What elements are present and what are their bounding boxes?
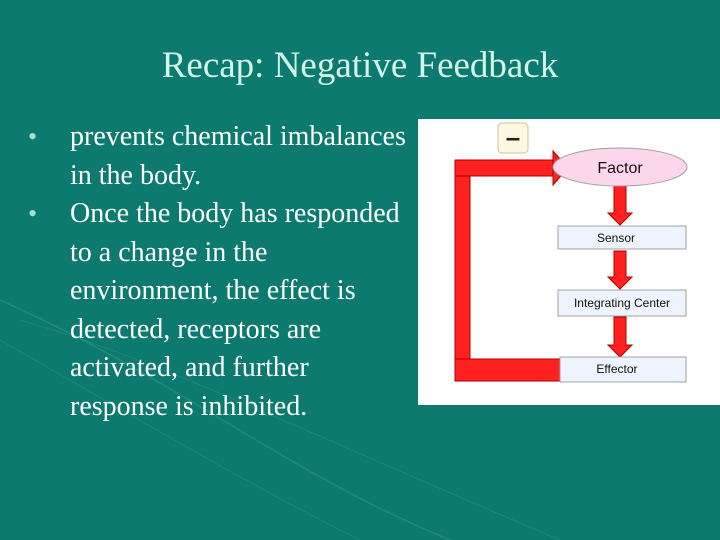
bullet-dot-icon: • (28, 122, 38, 151)
integrating-center-node (557, 289, 687, 317)
effector-label: Effector (596, 362, 637, 376)
integrating-center-label: Integrating Center (574, 296, 670, 310)
bullet-dot-icon: • (28, 199, 38, 228)
arrow-factor-to-sensor-icon (606, 185, 634, 226)
bullet-item: • Once the body has responded to a change… (28, 195, 408, 426)
factor-node (552, 147, 688, 187)
bullet-list: • prevents chemical imbalances in the bod… (28, 118, 408, 426)
sensor-node (557, 225, 687, 250)
bullet-item: • prevents chemical imbalances in the bod… (28, 118, 408, 195)
factor-label: Factor (597, 160, 643, 177)
arrow-sensor-to-integrating-icon (606, 250, 634, 290)
effector-node (559, 356, 687, 383)
feedback-loop-left (454, 159, 471, 382)
feedback-loop-top (454, 159, 556, 177)
minus-sign-label: – (506, 122, 520, 152)
arrow-integrating-to-effector-icon (606, 316, 634, 358)
sensor-label: Sensor (597, 231, 635, 245)
feedback-diagram: – Factor Sensor Integrating Center Effec… (418, 119, 720, 405)
bullet-text: prevents chemical imbalances in the body… (70, 121, 406, 191)
bullet-text: Once the body has responded to a change … (70, 198, 400, 422)
slide-title: Recap: Negative Feedback (161, 45, 559, 86)
feedback-loop-bottom (454, 358, 562, 382)
minus-sign-box (497, 122, 529, 154)
